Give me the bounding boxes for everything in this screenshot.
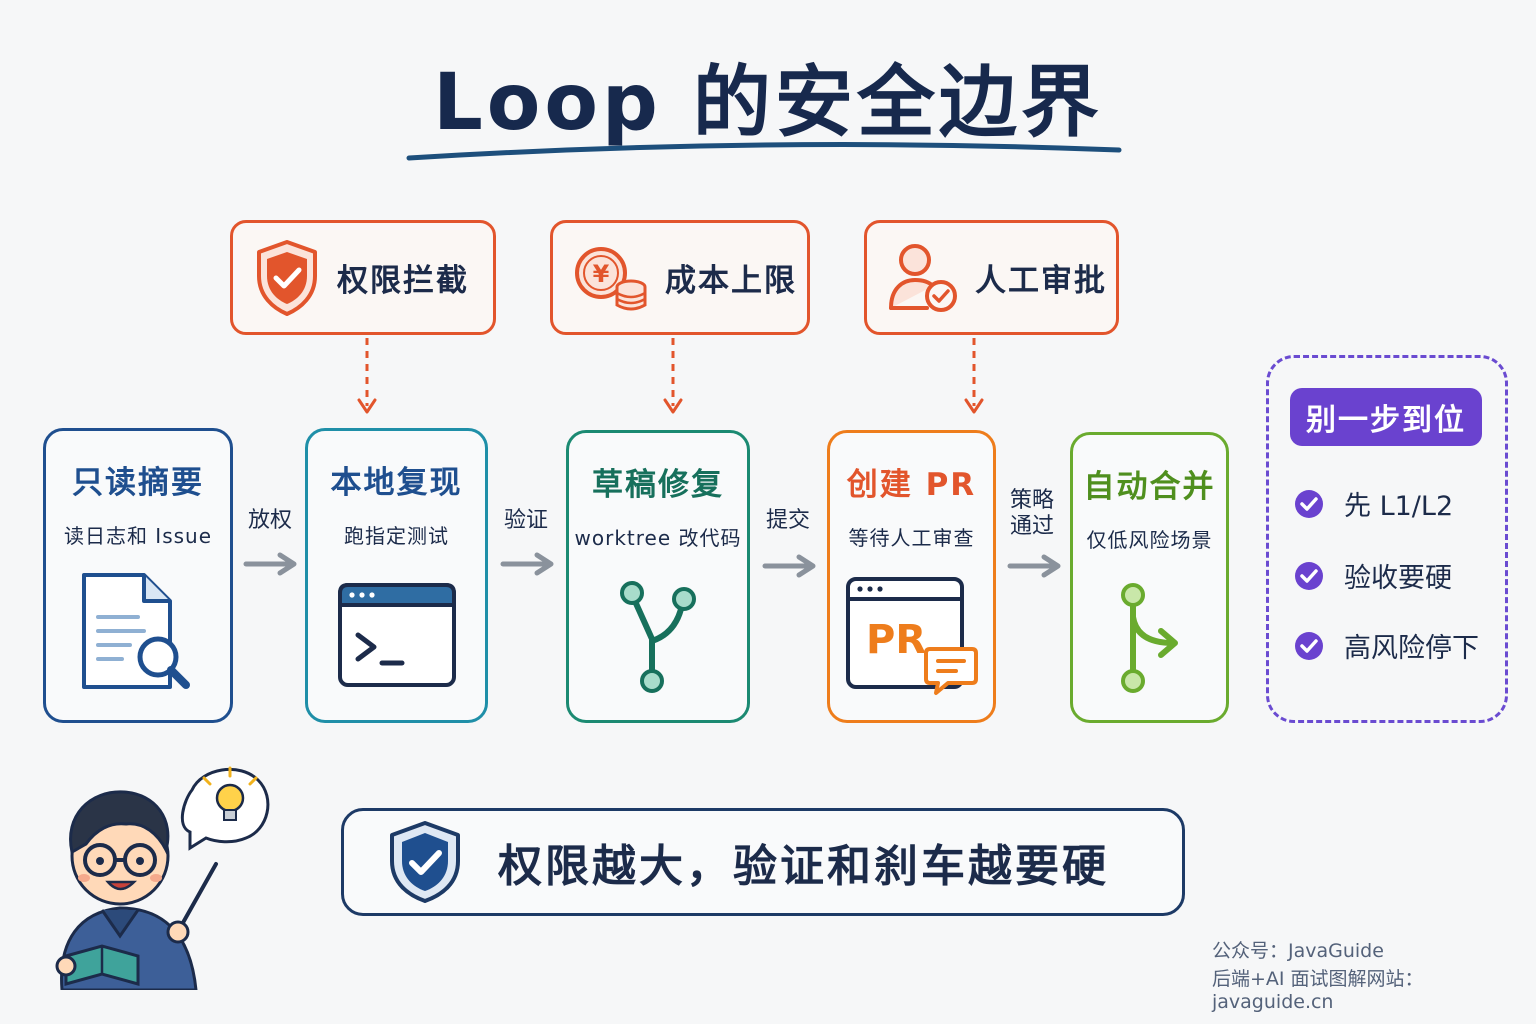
side-item: 高风险停下 (1294, 626, 1479, 665)
stage-subtitle: 跑指定测试 (344, 524, 449, 548)
guard-label: 成本上限 (665, 263, 797, 299)
stage-title: 自动合并 (1083, 469, 1216, 505)
connector-arrow-3 (762, 554, 816, 578)
document-search-icon (82, 573, 190, 689)
guard-label: 权限拦截 (337, 263, 469, 299)
page-title: Loop 的安全边界 (433, 58, 1103, 148)
connector-label-policy-pass: 策略 通过 (1009, 488, 1054, 539)
check-circle-icon (1295, 631, 1323, 660)
check-circle-icon (1295, 561, 1323, 590)
shield-check-icon (257, 239, 317, 316)
stage-subtitle: worktree 改代码 (574, 526, 742, 550)
guard-permission-block: 权限拦截 (230, 220, 496, 335)
title-underline (406, 142, 1122, 161)
side-item-label: 验收要硬 (1344, 563, 1452, 594)
connector-label-submit: 提交 (765, 508, 810, 533)
stage-auto-merge: 自动合并 仅低风险场景 (1070, 432, 1229, 723)
connector-label-grant: 放权 (247, 508, 292, 533)
stage-title: 只读摘要 (72, 465, 204, 501)
svg-text:PR: PR (866, 617, 926, 663)
side-panel (1266, 355, 1508, 723)
motto-text: 权限越大，验证和刹车越要硬 (498, 841, 1109, 892)
connector-arrow-1 (243, 552, 297, 576)
stage-title: 本地复现 (330, 465, 463, 501)
footer-account: 公众号：JavaGuide (1212, 940, 1384, 962)
lightbulb-bubble-icon (180, 766, 270, 851)
connector-arrow-4 (1007, 554, 1061, 578)
footer-website: 后端+AI 面试图解网站：javaguide.cn (1212, 968, 1424, 1013)
side-item: 验收要硬 (1294, 556, 1452, 595)
side-item: 先 L1/L2 (1294, 484, 1453, 523)
side-item-label: 高风险停下 (1344, 633, 1479, 664)
terminal-icon (337, 583, 456, 687)
pull-request-icon: PR (845, 577, 978, 695)
stage-subtitle: 读日志和 Issue (63, 524, 213, 548)
connector-label-verify: 验证 (503, 508, 548, 533)
motto-banner: 权限越大，验证和刹车越要硬 (341, 808, 1185, 916)
stage-readonly-summary: 只读摘要 读日志和 Issue (43, 428, 233, 723)
stage-title: 草稿修复 (592, 467, 724, 503)
mascot-illustration (55, 766, 270, 990)
git-merge-icon (1120, 583, 1178, 693)
guard-label: 人工审批 (975, 263, 1107, 299)
stage-subtitle: 等待人工审查 (848, 526, 975, 550)
check-circle-icon (1295, 489, 1323, 518)
shield-check-icon (390, 821, 460, 903)
guard-arrow-cost (663, 338, 683, 414)
side-panel-badge: 别一步到位 (1290, 388, 1482, 446)
guard-human-approval: 人工审批 (864, 220, 1119, 335)
side-item-label: 先 L1/L2 (1344, 491, 1454, 522)
guard-cost-limit: ¥ 成本上限 (550, 220, 810, 335)
svg-text:¥: ¥ (593, 260, 610, 288)
stage-local-reproduce: 本地复现 跑指定测试 (305, 428, 488, 723)
user-check-icon (889, 243, 957, 312)
connector-arrow-2 (500, 552, 554, 576)
stage-create-pr: 创建 PR 等待人工审查 PR (827, 430, 996, 723)
stage-draft-fix: 草稿修复 worktree 改代码 (566, 430, 750, 723)
guard-arrow-permission (357, 338, 377, 414)
git-branch-icon (620, 581, 696, 693)
stage-title: 创建 PR (846, 467, 977, 503)
stage-subtitle: 仅低风险场景 (1086, 528, 1213, 552)
guard-arrow-approval (964, 338, 984, 414)
yuan-coins-icon: ¥ (575, 246, 647, 310)
